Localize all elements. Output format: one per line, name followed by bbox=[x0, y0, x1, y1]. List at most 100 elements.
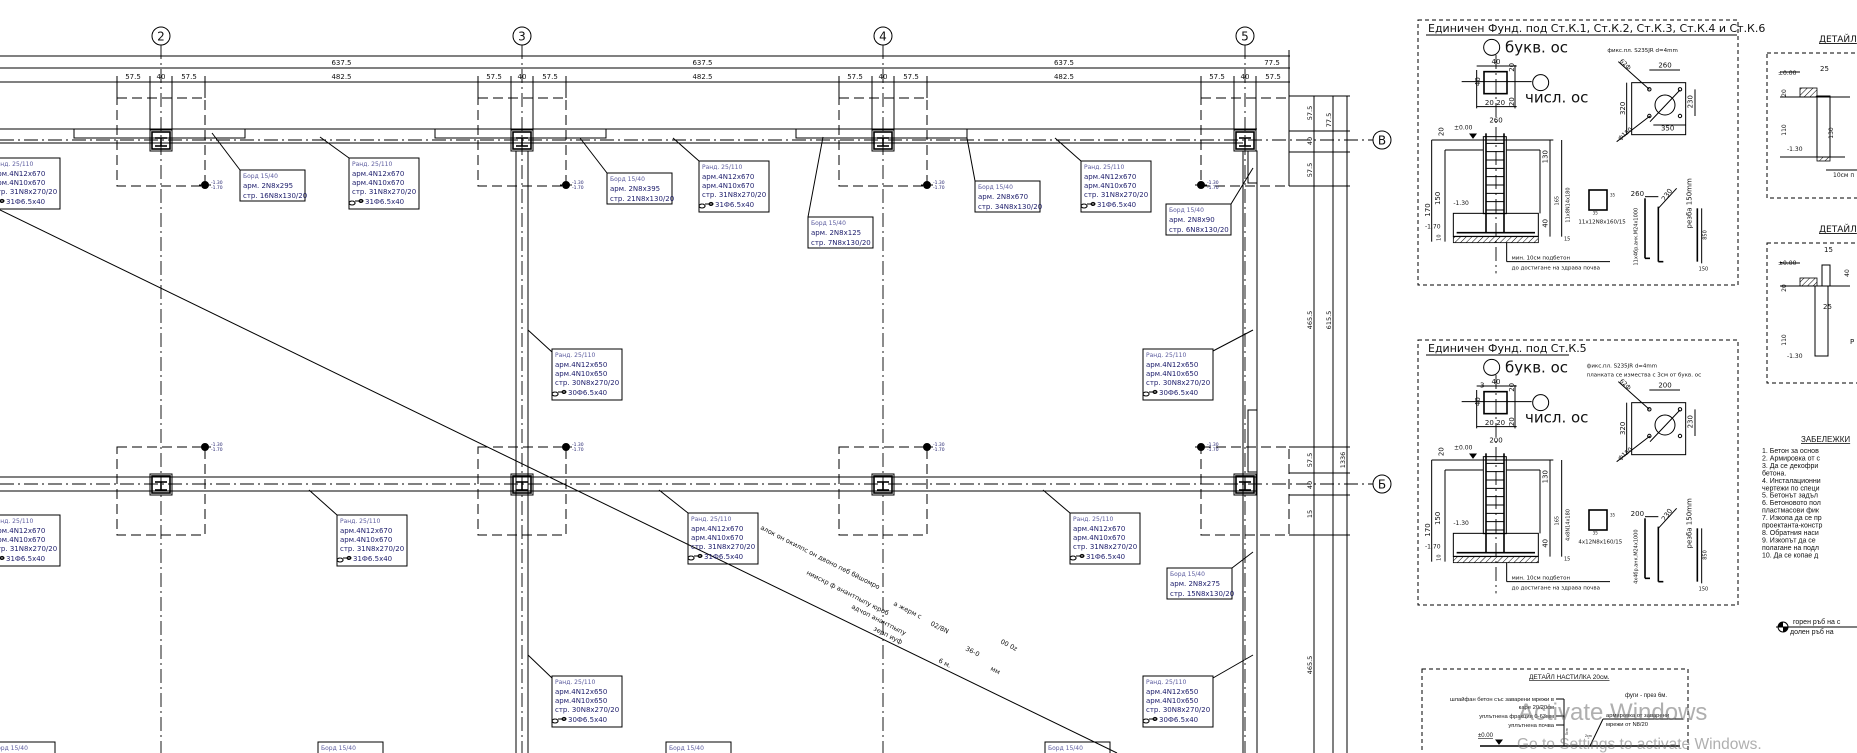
note-item: 4. Инсталационни bbox=[1762, 478, 1821, 485]
slab-note-text: а жерм с bbox=[892, 600, 923, 621]
dimension-text: 465.5 bbox=[1306, 311, 1314, 330]
column bbox=[1233, 473, 1257, 496]
dimension-text: 57.5 bbox=[1306, 453, 1314, 467]
rebar-text: 31Ф6.5x40 bbox=[1097, 201, 1136, 209]
rebar-label-box bbox=[0, 157, 61, 210]
dimension-text: 57.5 bbox=[125, 73, 141, 81]
column bbox=[871, 473, 895, 496]
rebar-label-box bbox=[0, 514, 61, 567]
level-symbol-icon bbox=[1778, 622, 1788, 632]
rebar-text: арм. 2N8x125 bbox=[811, 229, 861, 237]
ground-hatch bbox=[1816, 156, 1831, 162]
rebar-text: арм.4N10x670 bbox=[0, 179, 45, 187]
dimension-text: 40 bbox=[518, 73, 527, 81]
dimension-text: 150 bbox=[1699, 267, 1709, 273]
rebar-label-box bbox=[698, 160, 770, 213]
dimension-text: 40 bbox=[879, 73, 888, 81]
bolt-hole bbox=[1647, 87, 1652, 92]
rebar-text: 11x8N14x180 bbox=[1565, 187, 1571, 222]
rebar-text: стр. 31N8x270/20 bbox=[352, 188, 416, 196]
dimension-text: 57.5 bbox=[1306, 106, 1314, 120]
rebar-text: стр. 34N8x130/20 bbox=[978, 203, 1042, 211]
dimension-text: 230 bbox=[1687, 415, 1695, 428]
edge-beam-size-text: Борд 15/40 bbox=[1048, 745, 1083, 752]
edge-beam-size-text: Борд 15/40 bbox=[811, 220, 846, 227]
bolt-hole bbox=[1647, 407, 1652, 412]
stirrup-hook-icon bbox=[348, 198, 364, 206]
dimension-text: 637.5 bbox=[331, 59, 351, 67]
rebar-text: арм.4N12x670 bbox=[1084, 173, 1136, 181]
dimension-text: 57.5 bbox=[1306, 163, 1314, 177]
rebar-label-box bbox=[665, 741, 732, 753]
column-section bbox=[512, 475, 532, 494]
rebar-text: арм.4N12x650 bbox=[1146, 688, 1198, 696]
rebar-label-box bbox=[1165, 203, 1232, 236]
dimension-text: 35 bbox=[1593, 211, 1599, 216]
level-text: -1.70 bbox=[572, 447, 584, 453]
bolt-hole bbox=[1677, 113, 1683, 119]
letter-axis-label: букв. ос bbox=[1505, 359, 1568, 377]
level-text: -1.70 bbox=[572, 185, 584, 191]
edge-beam-size-text: Борд 15/40 bbox=[669, 745, 704, 752]
activation-watermark-title: Activate Windows bbox=[1518, 699, 1707, 726]
note-item: 1. Бетон за основ bbox=[1762, 448, 1819, 455]
dimension-text: 40 bbox=[1541, 219, 1549, 228]
dimension-text: 77.5 bbox=[1264, 59, 1280, 67]
rebar-text: арм. 2N8x670 bbox=[978, 193, 1028, 201]
dimension-text: 320 bbox=[1619, 102, 1627, 115]
rebar-text: арм.4N12x670 bbox=[352, 170, 404, 178]
rebar-text: арм.4N10x670 bbox=[340, 536, 392, 544]
dimension-text: 230 bbox=[1660, 507, 1674, 523]
note-item: чертежи по специ bbox=[1762, 485, 1820, 492]
letter-axis-label: букв. ос bbox=[1505, 39, 1568, 57]
rebar-text: 31Ф6.5x40 bbox=[1086, 553, 1125, 561]
dimension-text: 230 bbox=[1687, 95, 1695, 108]
rebar-text: 31Ф6.5x40 bbox=[6, 555, 45, 563]
note-item: 8. Обратния наси bbox=[1762, 529, 1819, 537]
drawing-line bbox=[1589, 718, 1604, 747]
column bbox=[149, 129, 173, 152]
rebar-label-box bbox=[687, 512, 759, 565]
dimension-text: 57.5 bbox=[1209, 73, 1225, 81]
column-section bbox=[873, 131, 893, 150]
rebar-text: арм.4N12x670 bbox=[1073, 525, 1125, 533]
axis-bubble bbox=[1483, 358, 1501, 376]
column bbox=[871, 129, 895, 152]
footing-outline bbox=[1200, 97, 1290, 187]
dimension-text: 110 bbox=[1781, 124, 1788, 136]
beam-size-text: Ранд. 25/110 bbox=[1146, 679, 1186, 686]
rebar-text: арм.4N12x670 bbox=[0, 527, 45, 535]
rebar-label-box bbox=[807, 216, 874, 249]
rebar-text: 11x12N8x160/15 bbox=[1578, 219, 1626, 225]
dimension-text: 20 bbox=[1508, 97, 1516, 106]
dimension-text: 40 bbox=[1474, 77, 1482, 86]
level-text: -1.30 bbox=[572, 442, 584, 448]
rebar-label-box bbox=[551, 348, 623, 401]
paving-layer-text: шлайфан бетон със заварени мрежи в bbox=[1450, 696, 1554, 703]
dimension-text: 350 bbox=[1661, 125, 1674, 133]
level-text: -1.70 bbox=[1425, 543, 1441, 550]
dimension-text: 20 bbox=[1496, 99, 1505, 107]
leader-line bbox=[1042, 489, 1071, 514]
footing-outline bbox=[477, 97, 567, 187]
bolt-hole bbox=[1677, 407, 1683, 412]
leader-line bbox=[1231, 551, 1254, 569]
note-item: 2. Армировка от с bbox=[1762, 455, 1821, 462]
axis-number: 2 bbox=[157, 30, 165, 44]
dimension-text: 57.5 bbox=[1265, 73, 1281, 81]
level-triangle-icon bbox=[1495, 739, 1503, 745]
anchor-text: 4x4бр.анк.M24x1000 bbox=[1633, 529, 1639, 583]
wall-section bbox=[1814, 285, 1829, 357]
rebar-label-box bbox=[239, 169, 306, 202]
dimension-text: 62ф bbox=[1618, 378, 1632, 392]
dimension-text: 20 bbox=[1437, 447, 1445, 456]
dimension-text: 15 bbox=[1824, 246, 1833, 254]
slab-boundary-line bbox=[0, 209, 1118, 753]
leader-line bbox=[1616, 435, 1651, 463]
axis-letter: Б bbox=[1378, 478, 1386, 492]
axis-number: 5 bbox=[1241, 30, 1249, 44]
dimension-text: 77.5 bbox=[1325, 113, 1333, 127]
beam-size-text: Ранд. 25/110 bbox=[691, 516, 731, 523]
bolt-hole bbox=[1677, 87, 1683, 92]
